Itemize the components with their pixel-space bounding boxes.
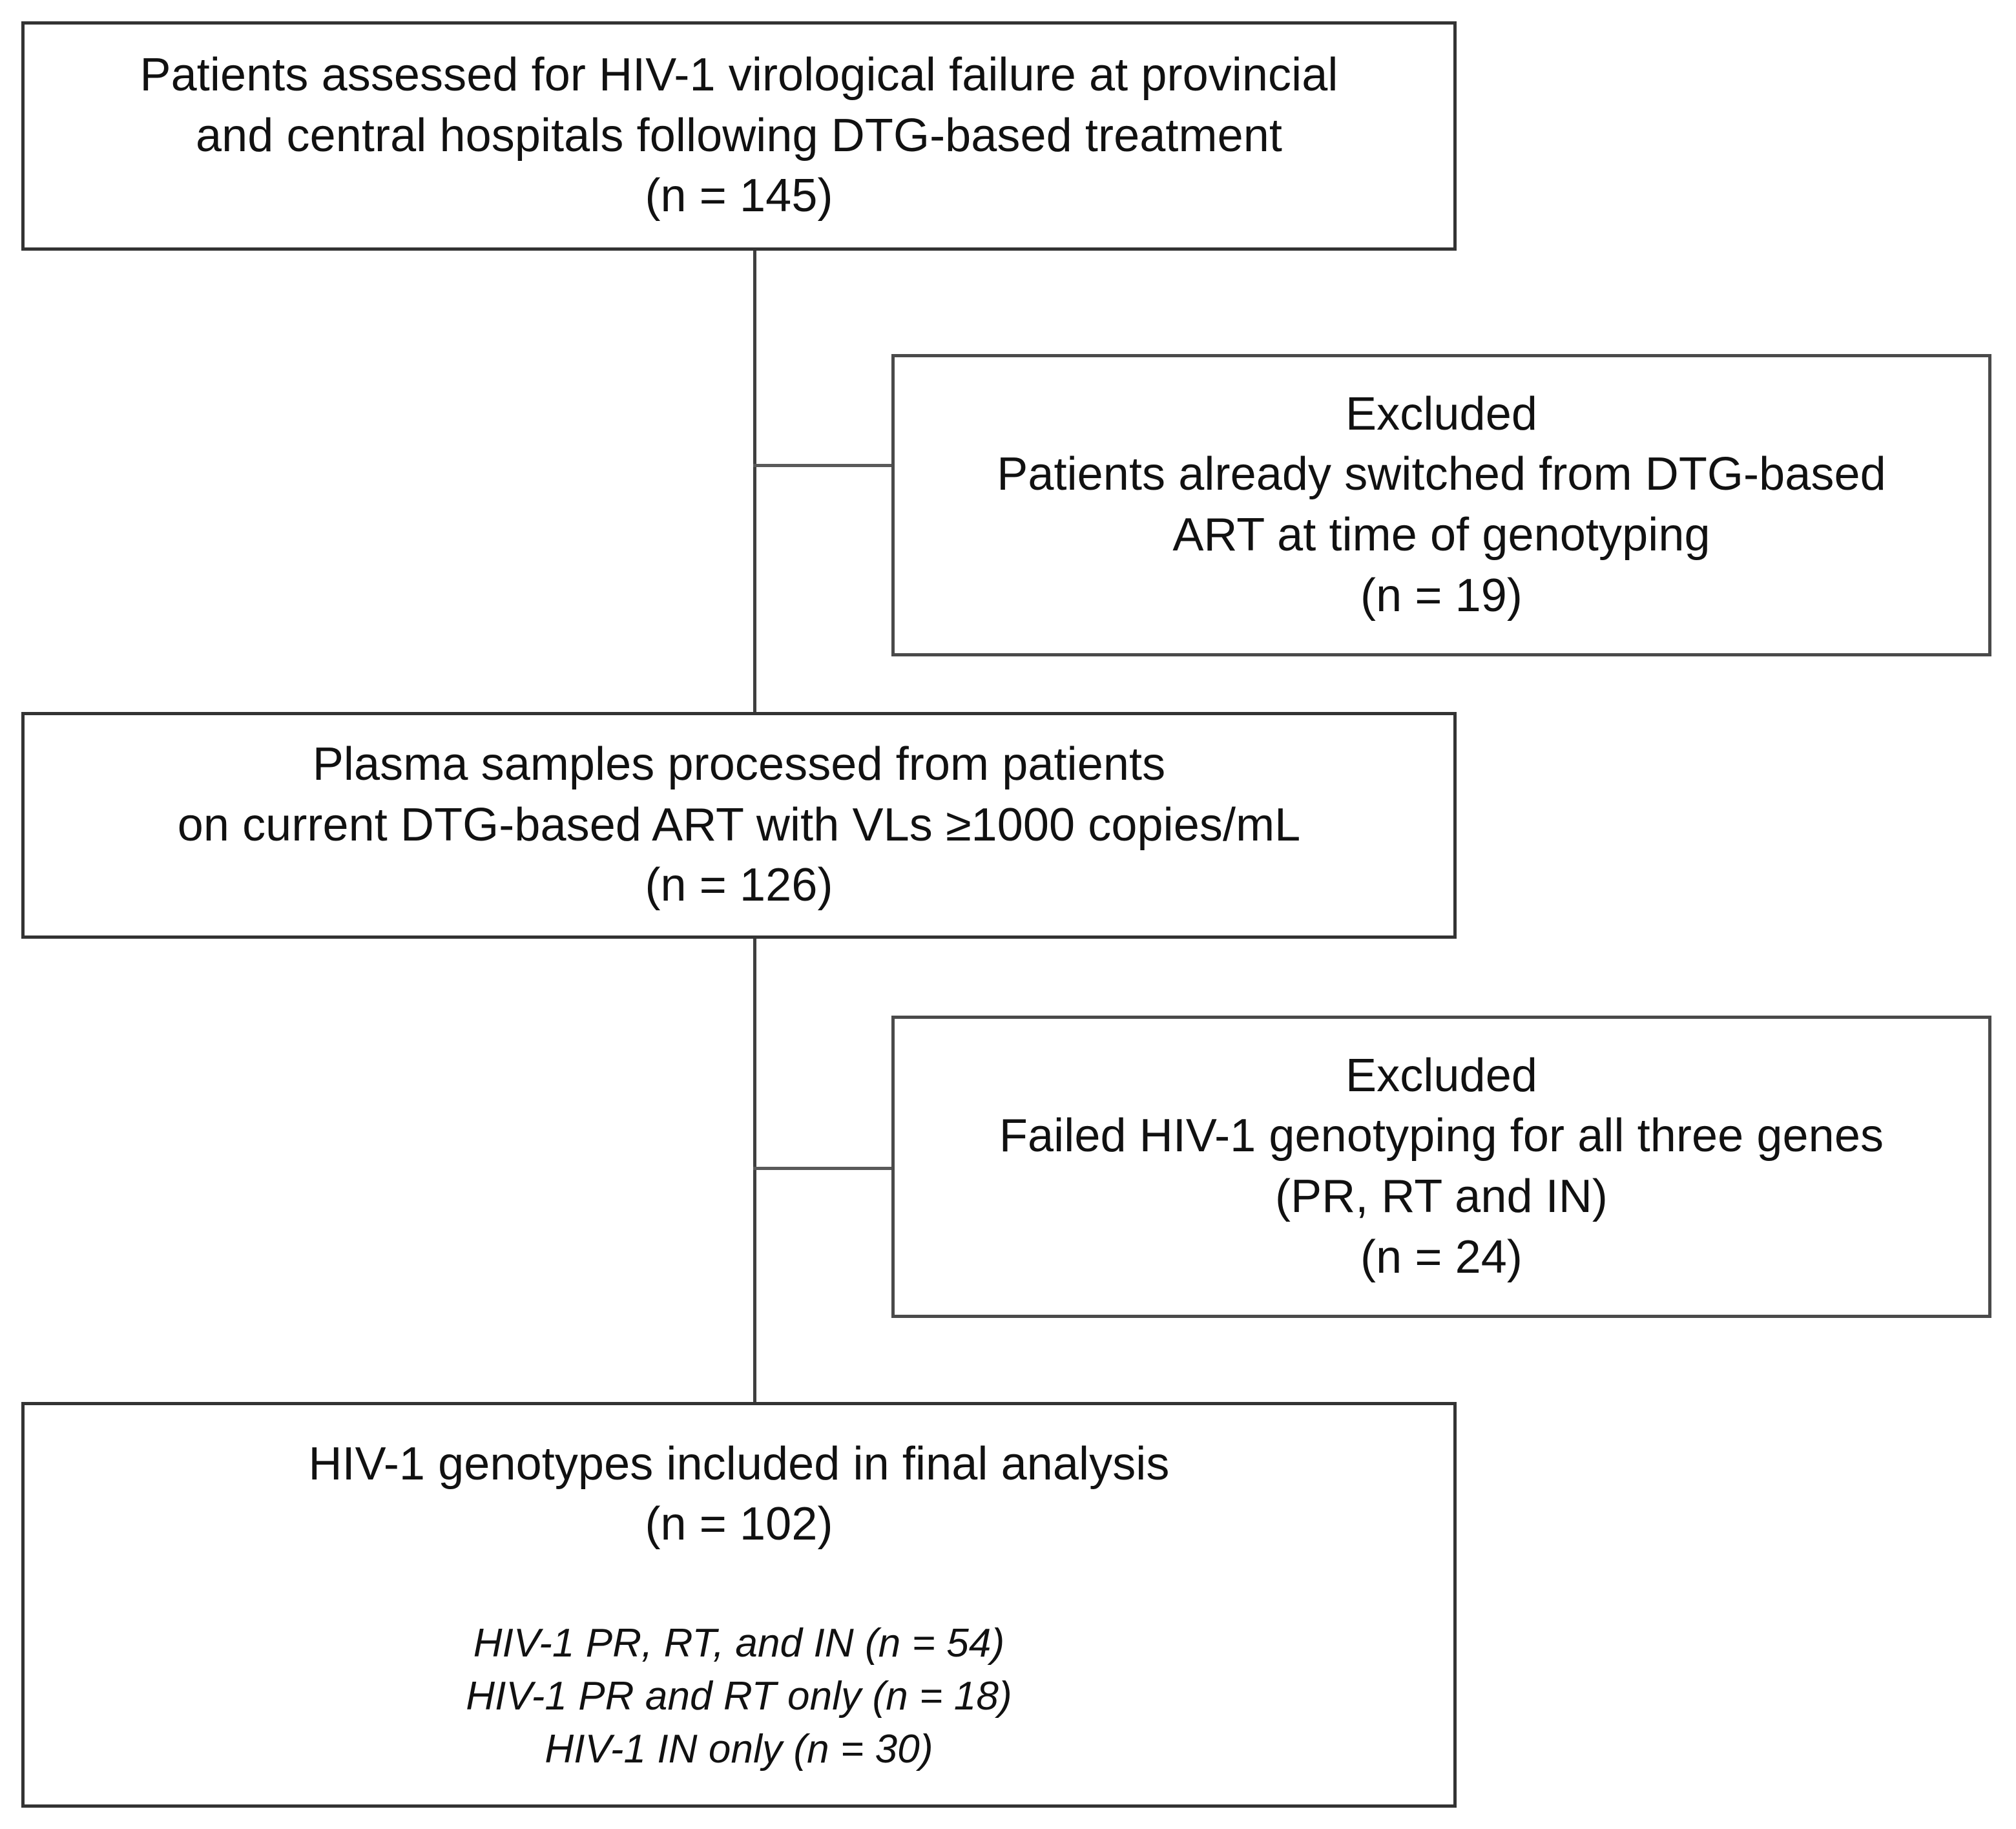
breakdown-line-pr-rt-in: HIV-1 PR, RT, and IN (n = 54) bbox=[473, 1620, 1005, 1666]
node-count: (n = 24) bbox=[1360, 1231, 1522, 1283]
connector-plasma-to-final bbox=[753, 937, 756, 1403]
node-excluded-already-switched: Excluded Patients already switched from … bbox=[891, 354, 1991, 656]
node-line: Patients already switched from DTG-based bbox=[997, 448, 1886, 501]
node-patients-assessed: Patients assessed for HIV-1 virological … bbox=[21, 21, 1457, 251]
node-heading: Excluded bbox=[1346, 388, 1537, 440]
connector-assessed-to-plasma bbox=[753, 251, 756, 713]
node-line: ART at time of genotyping bbox=[1172, 509, 1710, 561]
final-analysis-breakdown: HIV-1 PR, RT, and IN (n = 54) HIV-1 PR a… bbox=[466, 1617, 1012, 1775]
node-line: (PR, RT and IN) bbox=[1275, 1171, 1608, 1222]
node-line: Plasma samples processed from patients bbox=[312, 738, 1166, 791]
node-line: Patients assessed for HIV-1 virological … bbox=[140, 49, 1338, 101]
node-count: (n = 145) bbox=[645, 170, 833, 222]
node-line: and central hospitals following DTG-base… bbox=[196, 109, 1282, 162]
node-line: HIV-1 genotypes included in final analys… bbox=[308, 1437, 1170, 1490]
connector-to-excluded-switched bbox=[753, 464, 893, 467]
breakdown-line-in: HIV-1 IN only (n = 30) bbox=[545, 1726, 933, 1772]
node-final-analysis: HIV-1 genotypes included in final analys… bbox=[21, 1402, 1457, 1808]
node-count: (n = 102) bbox=[645, 1498, 833, 1551]
node-excluded-failed-genotyping: Excluded Failed HIV-1 genotyping for all… bbox=[891, 1016, 1991, 1318]
node-count: (n = 126) bbox=[645, 859, 833, 912]
connector-to-excluded-failed bbox=[753, 1167, 893, 1170]
node-line: Failed HIV-1 genotyping for all three ge… bbox=[999, 1110, 1884, 1162]
node-plasma-samples-processed: Plasma samples processed from patients o… bbox=[21, 712, 1457, 939]
node-count: (n = 19) bbox=[1360, 569, 1522, 622]
node-line: on current DTG-based ART with VLs ≥1000 … bbox=[177, 799, 1301, 851]
node-heading: Excluded bbox=[1346, 1049, 1537, 1102]
breakdown-line-pr-rt: HIV-1 PR and RT only (n = 18) bbox=[466, 1673, 1012, 1719]
